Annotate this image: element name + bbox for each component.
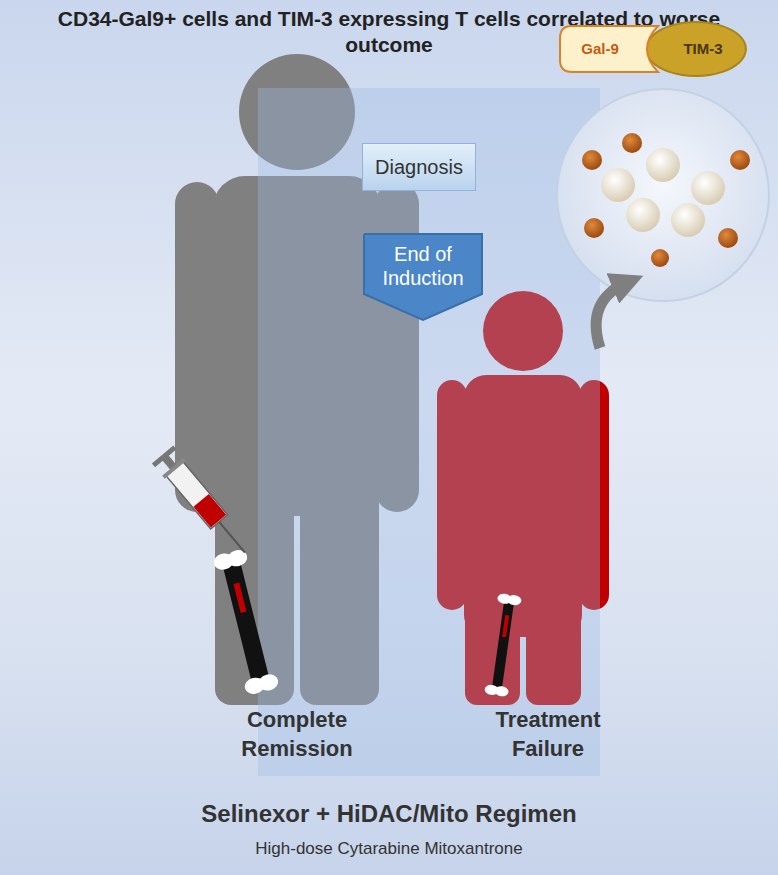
- node-outline-path: [560, 26, 658, 72]
- outcome-label: Complete Remission: [212, 706, 382, 763]
- regimen-label: Selinexor + HiDAC/Mito Regimen: [0, 798, 778, 829]
- outcome-label: Treatment Failure: [463, 706, 633, 763]
- bone: [484, 593, 522, 697]
- node-label: Diagnosis: [375, 155, 463, 179]
- node-outline-path: [646, 22, 746, 76]
- timeline-band: [258, 88, 600, 776]
- receptor-shape: TIM-3: [646, 22, 746, 76]
- bone: [212, 548, 280, 696]
- node-label: Gal-9: [581, 40, 619, 58]
- cells: [582, 133, 750, 267]
- regimen-subtitle: High-dose Cytarabine Mitoxantrone: [0, 838, 778, 860]
- inset-circle: [557, 89, 769, 301]
- syringe: [152, 445, 256, 561]
- zoom-arrow: [596, 282, 628, 348]
- node-label: End of Induction: [372, 242, 474, 290]
- timepoint-arrow: End of Induction: [364, 234, 482, 320]
- timepoint-box: Diagnosis: [362, 143, 476, 191]
- node-outline-path: [364, 234, 482, 320]
- ligand-shape: Gal-9: [560, 26, 658, 72]
- node-label: TIM-3: [683, 40, 722, 58]
